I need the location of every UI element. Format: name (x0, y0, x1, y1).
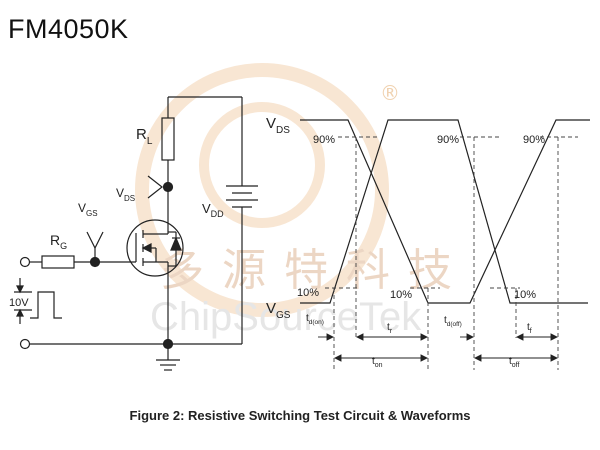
rg-sub: G (60, 241, 67, 251)
tr-sub: r (390, 328, 393, 335)
svg-text:VDD: VDD (202, 201, 224, 219)
svg-text:VGS: VGS (266, 300, 291, 321)
ton-label: t (372, 356, 375, 367)
gate-pulse (14, 278, 62, 324)
td-off-label: t (444, 315, 447, 326)
svg-text:RG: RG (50, 232, 67, 251)
toff-label: t (509, 356, 512, 367)
label-10-percent: 10% (297, 287, 319, 299)
vds-probe-label: V (116, 186, 124, 200)
mosfet-symbol (126, 215, 184, 282)
td-on-label: t (306, 313, 309, 324)
node-drain (162, 181, 174, 193)
vgs-wave-label: V (266, 300, 276, 317)
label-90-percent: 90% (313, 134, 335, 146)
vdd-battery (226, 185, 258, 208)
td-on-sub: d(on) (309, 319, 324, 326)
input-terminal-top (19, 256, 31, 268)
rl-sub: L (147, 136, 153, 147)
figure-caption: Figure 2: Resistive Switching Test Circu… (129, 408, 471, 423)
watermark-cn-text: 多源特科技 (160, 245, 470, 296)
vds-waveform (300, 119, 590, 304)
svg-text:td(off): td(off) (444, 315, 462, 328)
td-off-sub: d(off) (447, 321, 462, 328)
tf-label: t (527, 322, 530, 333)
svg-text:VDS: VDS (266, 115, 290, 136)
vgs-wave-sub: GS (276, 310, 291, 321)
gate-resistor (41, 255, 75, 269)
label-10-percent: 10% (514, 289, 536, 301)
svg-text:tr: tr (387, 322, 393, 335)
watermark-ring (135, 63, 389, 317)
ton-sub: on (375, 362, 383, 369)
vdd-label: V (202, 201, 211, 216)
rl-label: R (136, 126, 147, 143)
vdd-sub: DD (211, 209, 224, 219)
rg-label: R (50, 232, 60, 248)
svg-text:ton: ton (372, 356, 383, 369)
svg-text:RL: RL (136, 126, 153, 147)
label-90-percent: 90% (523, 134, 545, 146)
vgs-probe-sub: GS (86, 209, 98, 218)
label-90-percent: 90% (437, 134, 459, 146)
watermark-registered: ® (380, 81, 400, 105)
vgs-probe-label: V (78, 201, 86, 215)
svg-text:tf: tf (527, 322, 532, 335)
svg-text:VDS: VDS (116, 186, 135, 203)
vgs-probe (86, 231, 104, 250)
tr-label: t (387, 322, 390, 333)
vds-probe (147, 175, 163, 199)
label-10-percent: 10% (390, 289, 412, 301)
tf-sub: f (530, 328, 532, 335)
toff-sub: off (512, 362, 520, 369)
vds-wave-label: V (266, 115, 276, 132)
watermark-en-text: ChipSourceTek (150, 295, 422, 339)
waveforms (300, 119, 590, 370)
page-title: FM4050K (8, 14, 129, 44)
vgs-waveform (300, 119, 588, 304)
input-terminal-bottom (19, 338, 31, 350)
vds-probe-sub: DS (124, 194, 135, 203)
svg-text:VGS: VGS (78, 201, 98, 218)
svg-text:td(on): td(on) (306, 313, 324, 326)
test-circuit (14, 96, 258, 371)
watermark-inner-ring (199, 102, 325, 228)
ground-symbol (156, 359, 180, 371)
load-resistor (161, 117, 175, 161)
vds-wave-sub: DS (276, 125, 290, 136)
pulse-amplitude-label: 10V (9, 297, 29, 309)
svg-text:toff: toff (509, 356, 519, 369)
